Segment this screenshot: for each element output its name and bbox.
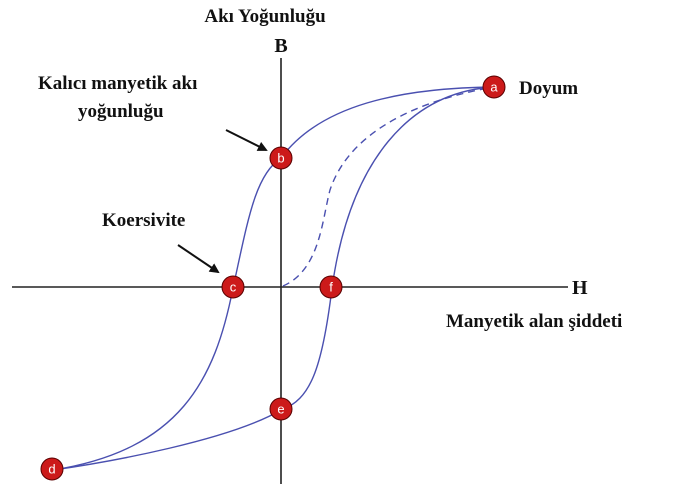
b-axis-title: Akı Yoğunluğu bbox=[204, 6, 326, 27]
coercivity-label: Koersivite bbox=[102, 210, 185, 231]
point-e-letter: e bbox=[277, 402, 284, 417]
point-c-marker: c bbox=[221, 275, 245, 299]
point-b-marker: b bbox=[269, 146, 293, 170]
point-d-letter: d bbox=[48, 462, 55, 477]
point-a-letter: a bbox=[490, 80, 498, 95]
saturation-label: Doyum bbox=[519, 78, 578, 99]
point-c-letter: c bbox=[230, 280, 237, 295]
upper-branch-curve bbox=[52, 86, 495, 471]
initial-magnetization-curve bbox=[282, 86, 495, 287]
h-axis-symbol: H bbox=[572, 277, 588, 299]
lower-branch-curve bbox=[52, 86, 495, 471]
point-b-letter: b bbox=[277, 151, 284, 166]
remanence-arrow bbox=[225, 129, 268, 151]
point-e-marker: e bbox=[269, 397, 293, 421]
coercivity-arrow bbox=[177, 244, 220, 274]
point-d-marker: d bbox=[40, 457, 64, 481]
h-axis-title: Manyetik alan şiddeti bbox=[446, 311, 622, 332]
point-a-marker: a bbox=[482, 75, 506, 99]
point-f-letter: f bbox=[329, 280, 333, 295]
b-axis-symbol: B bbox=[274, 35, 287, 57]
remanence-label-line2: yoğunluğu bbox=[78, 101, 164, 122]
point-f-marker: f bbox=[319, 275, 343, 299]
remanence-label-line1: Kalıcı manyetik akı bbox=[38, 73, 197, 94]
